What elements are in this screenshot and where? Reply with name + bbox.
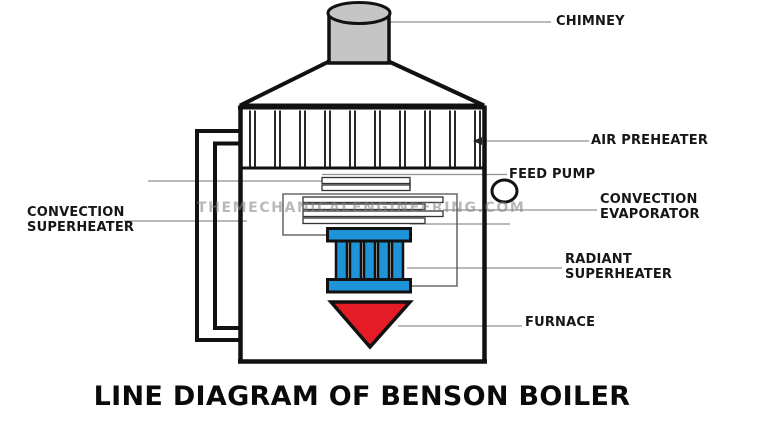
feed-pump-label: FEED PUMP <box>509 167 596 182</box>
tube <box>302 203 426 211</box>
diagram-title: LINE DIAGRAM OF BENSON BOILER <box>93 381 631 412</box>
air-preheater-arrowhead <box>473 137 482 145</box>
furnace-triangle <box>327 300 414 350</box>
feed-pump-circle <box>490 178 519 204</box>
convection-evaporator-label-line2: EVAPORATOR <box>600 206 700 222</box>
chimney-label: CHIMNEY <box>556 14 625 29</box>
radiant-superheater-column <box>390 237 405 284</box>
tube <box>302 196 444 204</box>
radiant-superheater-label-line1: RADIANT <box>565 252 632 267</box>
chimney-cap <box>326 1 392 25</box>
tube <box>302 210 444 218</box>
watermark-text: THEMECHANICALENGINEERING.COM <box>197 200 526 216</box>
radiant-superheater-column <box>334 237 349 284</box>
convection-superheater-label-line1: CONVECTION <box>27 205 125 220</box>
radiant-superheater-column <box>376 237 391 284</box>
convection-evaporator-label-line1: CONVECTION <box>600 192 698 207</box>
evaporator-tube-bank <box>302 196 444 225</box>
radiant-superheater-column <box>362 237 377 284</box>
tube <box>321 176 411 185</box>
air-preheater-band <box>242 108 482 167</box>
upper-tube-bank <box>321 176 411 192</box>
downcomer-pipe-inner <box>213 141 240 330</box>
radiant-superheater-bottom-bar <box>326 278 412 294</box>
radiant-superheater <box>326 227 412 294</box>
radiant-superheater-label-line2: SUPERHEATER <box>565 266 673 282</box>
tube <box>302 217 426 225</box>
air-preheater-label: AIR PREHEATER <box>591 133 709 148</box>
tube <box>321 184 411 192</box>
boiler-hood <box>239 60 485 108</box>
radiant-superheater-column <box>348 237 363 284</box>
downcomer-pipe-outer <box>195 129 240 342</box>
evaporator-enclosure <box>282 193 458 287</box>
convection-superheater-label-line2: SUPERHEATER <box>27 219 135 235</box>
radiant-superheater-top-bar <box>326 227 412 243</box>
furnace-label: FURNACE <box>525 315 596 330</box>
convection-evaporator-label: CONVECTION EVAPORATOR <box>600 192 700 222</box>
convection-superheater-label: CONVECTION SUPERHEATER <box>27 205 135 235</box>
radiant-superheater-label: RADIANT SUPERHEATER <box>565 252 673 282</box>
leader-lines <box>124 21 597 327</box>
